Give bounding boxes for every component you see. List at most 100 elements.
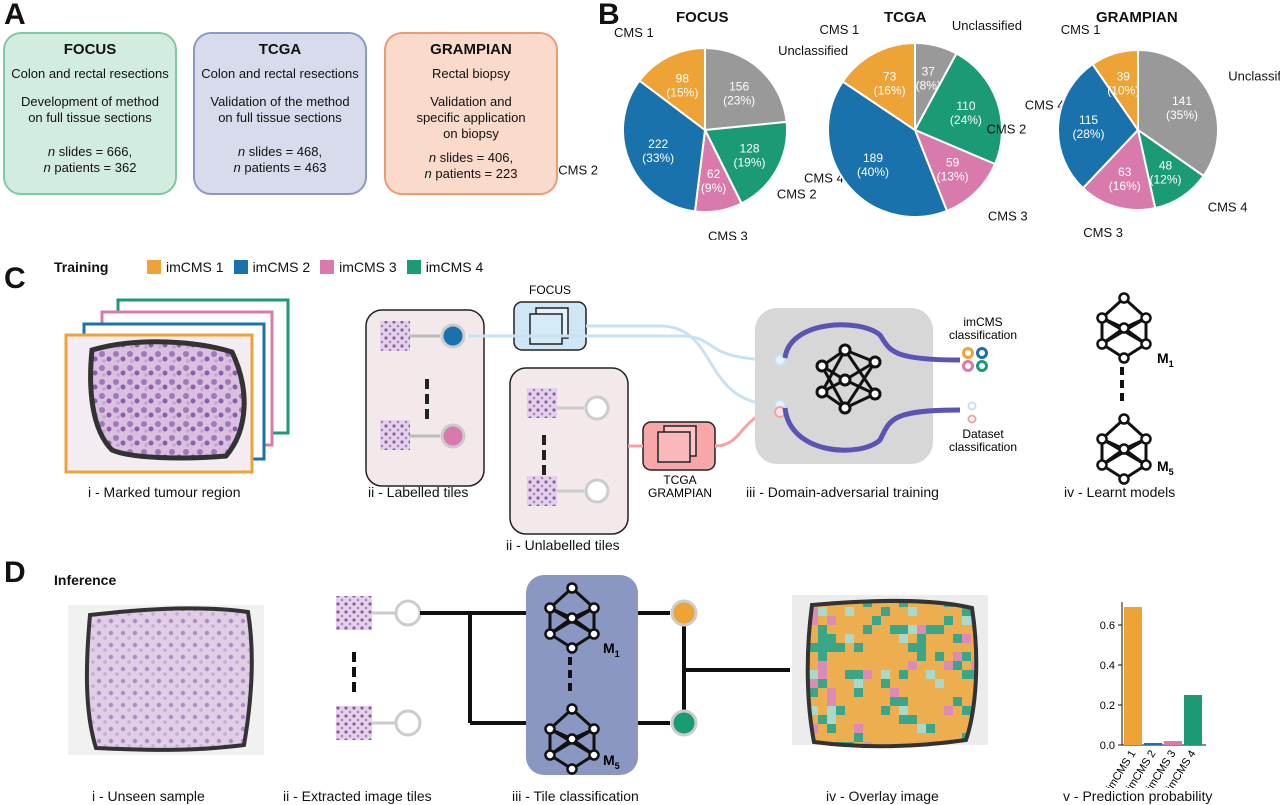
panel-label-a: A [4,0,26,31]
connector-focus [586,324,779,407]
cohort-tissue: Colon and rectal resections [201,66,359,81]
pie-slice-label: CMS 3 [708,229,748,240]
unseen-sample-outline [84,606,254,752]
cohort-slides: n slides = 666, [47,144,133,159]
model-m1-label: M1 [1157,350,1174,369]
pie-slice-label: CMS 2 [987,121,1027,136]
label-dot-cms2 [440,323,466,349]
neural-net-icon [815,343,882,415]
caption-labelled-tiles: ii - Labelled tiles [368,484,469,500]
pie-slice-label: CMS 1 [819,22,859,37]
pie-slice-count: 37 [922,65,936,79]
imcms-output-dots [962,347,988,372]
cohort-purpose-line3: on biopsy [443,126,499,141]
pie-slice-count: 59 [946,156,960,170]
cohort-box-grampian: GRAMPIAN Rectal biopsy Validation and sp… [384,32,558,195]
legend-swatch [320,260,335,274]
pie-slice-percent: (24%) [950,113,982,127]
pie-slice-count: 156 [729,79,749,93]
classifier-branch-bottom [782,407,961,453]
pie-slice-cms-2 [1057,62,1140,190]
pie-slice-percent: (19%) [733,156,765,170]
tile-image [527,476,557,506]
labelled-tiles-box [365,309,485,487]
tcga-grampian-dataset-icon: TCGA GRAMPIAN [642,421,716,500]
empty-label-dot [584,395,610,421]
pie-slice-percent: (28%) [1073,127,1105,141]
pie-slice-percent: (12%) [1150,172,1182,186]
empty-label-dot [584,478,610,504]
legend-swatch [233,260,248,274]
dataset-output-dots [967,401,977,424]
cohort-tissue: Rectal biopsy [431,66,511,81]
pie-slice-cms-3 [1081,127,1157,211]
pie-slice-count: 39 [1117,70,1131,84]
inference-m1-label: M1 [603,640,620,659]
focus-dataset-icon: FOCUS [513,283,587,351]
tcga-box-label: TCGA [663,473,696,487]
grampian-box-label: GRAMPIAN [648,486,712,500]
inference-diagram: M1 M5 [68,575,988,775]
pie-slice-percent: (33%) [642,151,674,165]
bar-imcms4 [1184,695,1202,745]
imcms-classification-line1: imCMS [963,315,1002,329]
cohort-title: GRAMPIAN [430,41,512,58]
pie-slice-label: CMS 2 [558,162,598,177]
pie-slice-percent: (16%) [874,83,906,97]
pie-slice-cms-1 [638,46,706,133]
pie-slice-cms-3 [913,128,997,213]
cohort-purpose-line1: Validation and [430,94,512,109]
pie-title-focus: FOCUS [676,9,729,26]
legend-label: imCMS 4 [425,259,484,275]
bar-imcms3 [1164,741,1182,745]
unlabelled-tiles-box [509,367,629,535]
tile-image [336,706,372,740]
pie-slice-count: 128 [739,142,759,156]
pie-slice-label: CMS 3 [988,209,1028,224]
legend-item-imcms3: imCMS 3 [320,259,397,275]
training-diagram: FOCUS TCGA GRAMPIAN imCMS classification [64,283,1174,535]
cohort-purpose-line2: on full tissue sections [218,110,342,125]
caption-prediction-probability: v - Prediction probability [1063,788,1213,804]
cohort-patients: n patients = 362 [43,160,137,175]
legend-swatch [147,260,161,274]
pie-slice-label: CMS 4 [1208,200,1248,215]
overlay-outline [805,598,979,749]
pie-slice-percent: (8%) [916,79,941,93]
model-m5-label: M5 [1157,458,1174,477]
panel-label-c: C [4,262,26,295]
cohort-box-tcga: TCGA Colon and rectal resections Validat… [193,32,367,195]
dataset-classification-line1: Dataset [962,427,1004,441]
caption-overlay-image: iv - Overlay image [826,788,939,804]
legend-label: imCMS 2 [252,259,311,275]
pie-slice-count: 222 [648,137,668,151]
pie-slice-cms-2 [622,79,707,213]
caption-extracted-tiles: ii - Extracted image tiles [283,788,432,804]
caption-domain-adversarial: iii - Domain-adversarial training [746,484,939,500]
pie-slice-unclassified [704,46,788,132]
pie-slice-count: 62 [707,167,721,181]
cohort-slides: n slides = 406, [428,150,514,165]
dataset-classification-line2: classification [949,440,1017,454]
caption-tile-classification: iii - Tile classification [512,788,639,804]
pie-slice-count: 48 [1159,158,1173,172]
pie-slice-label: Unclassified [778,43,848,58]
empty-label-dot [394,599,422,627]
pie-slice-percent: (40%) [857,165,889,179]
tile-image [527,388,557,418]
legend-item-imcms2: imCMS 2 [233,259,311,275]
inference-label: Inference [54,572,117,588]
pie-slice-label: Unclassified [952,18,1022,33]
pie-slice-label: CMS 4 [804,171,844,186]
connector-labelled [468,334,779,362]
caption-learnt-models: iv - Learnt models [1064,484,1176,500]
legend-label: imCMS 1 [166,259,224,275]
cohort-purpose-line1: Validation of the method [210,94,350,109]
pie-slice-cms-1 [1091,48,1139,134]
caption-marked-tumour: i - Marked tumour region [88,484,241,500]
inference-model-m1 [544,582,600,654]
learnt-model-m5 [1096,413,1152,485]
legend-swatch [406,260,421,274]
pie-slice-label: CMS 2 [777,186,817,201]
